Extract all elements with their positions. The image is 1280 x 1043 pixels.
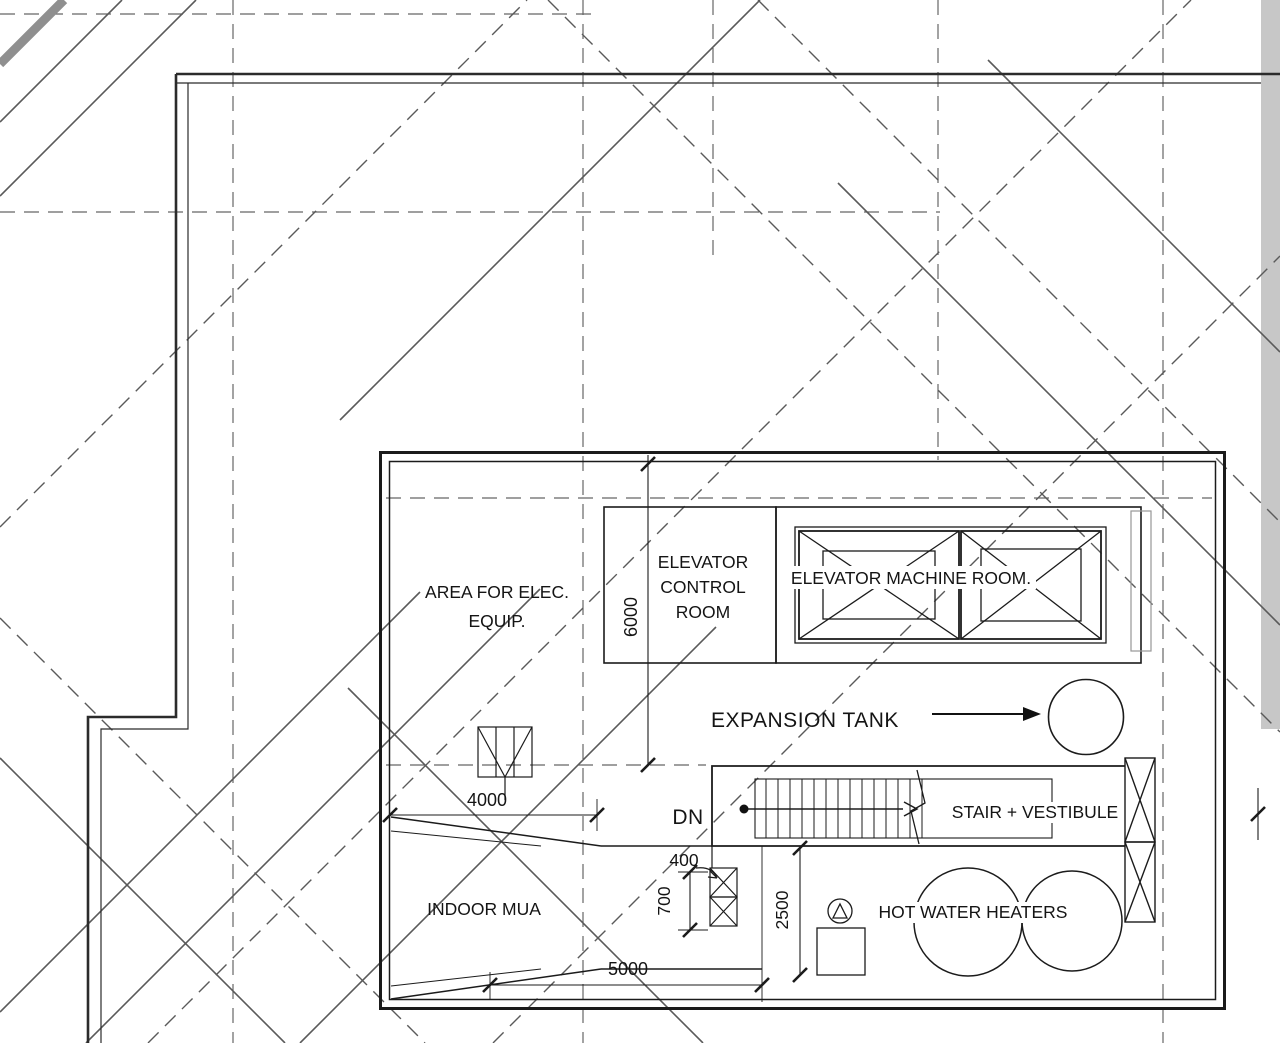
duct-chase [709,846,738,927]
adjacent-roof-strip [1261,0,1280,729]
pump-circle [827,898,853,924]
dimension-ticks [382,456,1266,993]
dimensions [382,455,1266,1002]
penthouse-outline [379,451,1226,1010]
pump-triangle [831,902,849,919]
stair-direction-arrow [903,801,919,817]
shaft-column [1124,757,1156,923]
dim-2500-label: 2500 [772,890,792,929]
elevator-machine-label: ELEVATOR MACHINE ROOM. [791,568,1031,588]
dim-6000-label: 6000 [621,597,641,637]
roof-edge-left-outer [86,74,178,1043]
thick-gray-diagonal [0,0,68,68]
elevator-control-label-line2: CONTROL [660,577,746,597]
stair-direction-origin [739,804,749,814]
indoor-mua-unit [390,816,762,1000]
indoor-mua-label: INDOOR MUA [427,899,541,919]
roof-edge-left-inner [100,83,189,1043]
dim-400-leader [695,867,718,879]
expansion-tank-arrow-head [1023,707,1041,721]
labels: AREA FOR ELEC. EQUIP. ELEVATOR CONTROL R… [425,552,1118,979]
expansion-tank-circle [1047,678,1125,756]
area-elec-label-line2: EQUIP. [468,611,525,631]
label-masks [786,566,1124,923]
dim-4000-label: 4000 [467,790,507,810]
penthouse-wall-outer [379,451,1226,1010]
dim-400-label: 400 [669,850,698,870]
roof-hatch [477,726,533,800]
area-elec-label-line1: AREA FOR ELEC. [425,582,569,602]
elevator-control-label-line3: ROOM [676,602,730,622]
dim-700-label: 700 [654,886,674,915]
pump [816,898,866,976]
elevator-machine-room-outline [775,506,1142,664]
elevator-control-label-line1: ELEVATOR [658,552,748,572]
stair-vestibule-label: STAIR + VESTIBULE [952,802,1118,822]
stair-enclosure [711,765,1125,847]
expansion-tank [932,678,1125,756]
grid-lines [0,0,1212,1043]
stair-break-line [910,769,926,845]
dim-5000-label: 5000 [608,959,648,979]
machine-room-ledge [1130,510,1152,652]
roof-edge [86,72,1280,1043]
hot-water-heaters-label: HOT WATER HEATERS [879,902,1068,922]
pump-base [816,927,866,976]
penthouse-wall-inner [388,460,1217,1001]
expansion-tank-label: EXPANSION TANK [711,709,899,732]
stair-down-label: DN [672,806,703,829]
